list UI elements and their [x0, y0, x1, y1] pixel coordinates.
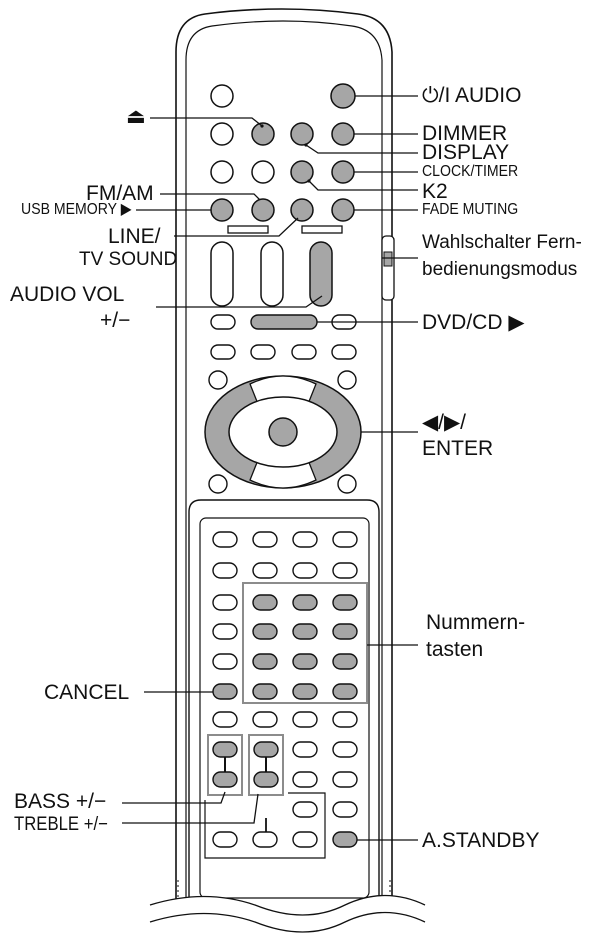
button-r3-c1	[210, 160, 234, 184]
number-keys-label-line1: Nummern-	[426, 611, 526, 634]
side-button-right-top	[337, 370, 357, 390]
indicator-bar-right	[301, 225, 343, 234]
display-label: DISPLAY	[422, 141, 510, 164]
side-button-right-bottom	[337, 474, 357, 494]
oval-1	[210, 314, 236, 330]
rocker-left	[210, 241, 234, 307]
mode-switch-label-line2: bedienungsmodus	[422, 259, 578, 280]
button-r3-c2	[251, 160, 275, 184]
display-button	[290, 122, 314, 146]
fm-am-button	[251, 198, 275, 222]
a-standby-button	[332, 831, 358, 848]
dvd-cd-label: DVD/CD ▶	[422, 311, 525, 334]
k2-button	[290, 160, 314, 184]
bass-frame	[207, 734, 243, 796]
clock-timer-label: CLOCK/TIMER	[422, 163, 519, 180]
mode-switch	[381, 235, 395, 301]
dimmer-button	[331, 122, 355, 146]
nav-arrows-label: ◀/▶/	[422, 411, 466, 434]
oval-row-2	[210, 344, 357, 360]
callout-lines	[122, 95, 418, 841]
bass-label: BASS +/−	[14, 790, 107, 813]
fade-muting-button	[331, 198, 355, 222]
button-r1-c1	[210, 84, 234, 108]
eject-label: ⏏	[126, 105, 146, 128]
indicator-bar-left	[227, 225, 269, 234]
dvd-cd-button	[250, 314, 318, 330]
callout-dots	[260, 124, 311, 183]
fade-muting-label: FADE MUTING	[422, 201, 519, 218]
tv-sound-label: TV SOUND	[79, 249, 178, 270]
number-keys-label-line2: tasten	[426, 638, 484, 661]
audio-vol-plus-minus-label: +/−	[100, 309, 131, 332]
enter-button	[268, 417, 298, 447]
wavy-cut-upper	[149, 894, 426, 916]
treble-label: TREBLE +/−	[14, 814, 108, 835]
bottom-cluster-outline	[204, 792, 326, 859]
bass-treble-keys	[212, 741, 279, 788]
usb-memory-label: USB MEMORY ▶	[21, 201, 132, 218]
rocker-middle	[260, 241, 284, 307]
cancel-label: CANCEL	[44, 681, 130, 704]
side-button-left-bottom	[208, 474, 228, 494]
lower-panel-outline	[188, 499, 380, 900]
mode-switch-knob	[383, 251, 393, 267]
line-label: LINE/	[108, 225, 161, 248]
fm-am-label: FM/AM	[86, 182, 154, 205]
audio-vol-rocker	[309, 241, 333, 307]
treble-frame	[248, 734, 284, 796]
usb-memory-button	[210, 198, 234, 222]
k2-label: K2	[422, 180, 448, 203]
button-r2-c1	[210, 122, 234, 146]
cancel-button	[212, 683, 238, 700]
line-tv-sound-button	[290, 198, 314, 222]
number-keys-frame	[242, 582, 368, 704]
audio-vol-label: AUDIO VOL	[10, 283, 125, 306]
lower-panel-inner	[199, 517, 370, 899]
remote-inner-body	[185, 20, 383, 900]
side-button-left-top	[208, 370, 228, 390]
number-keys	[252, 594, 358, 700]
power-audio-label: ⏻/I AUDIO	[422, 84, 522, 107]
top-buttons	[210, 83, 356, 222]
keypad-white-keys	[212, 531, 358, 848]
mode-switch-label-line1: Wahlschalter Fern-	[422, 232, 582, 253]
enter-label: ENTER	[422, 437, 494, 460]
eject-button	[251, 122, 275, 146]
a-standby-label: A.STANDBY	[422, 829, 540, 852]
wavy-cut-lower	[149, 911, 426, 933]
power-audio-button	[330, 83, 356, 109]
dimmer-label: DIMMER	[422, 122, 508, 145]
clock-timer-button	[331, 160, 355, 184]
